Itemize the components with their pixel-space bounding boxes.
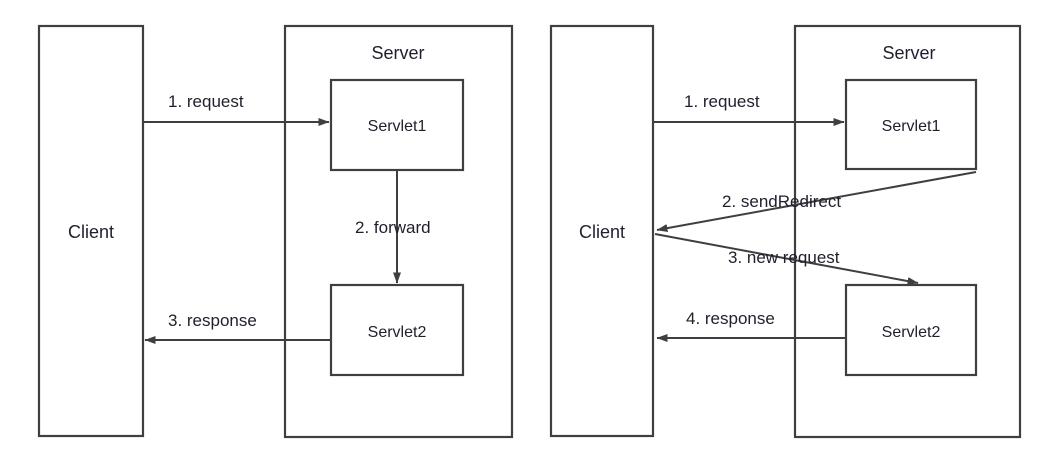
diagram-forward: Client Server Servlet1 Servlet2 1. reque… [37, 24, 514, 439]
arrow-newrequest-redirect [654, 233, 919, 286]
arrow-label-request-forward: 1. request [168, 92, 244, 111]
servlet2-label-forward: Servlet2 [368, 324, 427, 341]
client-label-redirect: Client [579, 222, 625, 242]
arrow-label-response-redirect: 4. response [686, 309, 775, 328]
server-label-forward: Server [371, 43, 424, 63]
servlet1-label-forward: Servlet1 [368, 118, 427, 135]
arrow-label-sendredirect-redirect: 2. sendRedirect [722, 192, 841, 211]
diagram-sendredirect: Client Server Servlet1 Servlet2 1. reque… [549, 24, 1022, 439]
client-box-forward [37, 24, 145, 438]
servlet2-box-forward [329, 283, 465, 377]
arrow-label-request-redirect: 1. request [684, 92, 760, 111]
client-label-forward: Client [68, 222, 114, 242]
client-box-redirect [549, 24, 655, 438]
servlet1-label-redirect: Servlet1 [882, 118, 941, 135]
arrow-label-response-forward: 3. response [168, 311, 257, 330]
server-label-redirect: Server [882, 43, 935, 63]
arrow-label-forward-forward: 2. forward [355, 218, 431, 237]
servlet2-box-redirect [844, 283, 978, 377]
arrow-sendredirect-redirect [656, 171, 977, 233]
servlet1-box-forward [329, 78, 465, 172]
servlet1-box-redirect [844, 78, 978, 171]
arrow-label-newrequest-redirect: 3. new request [728, 248, 840, 267]
servlet2-label-redirect: Servlet2 [882, 324, 941, 341]
